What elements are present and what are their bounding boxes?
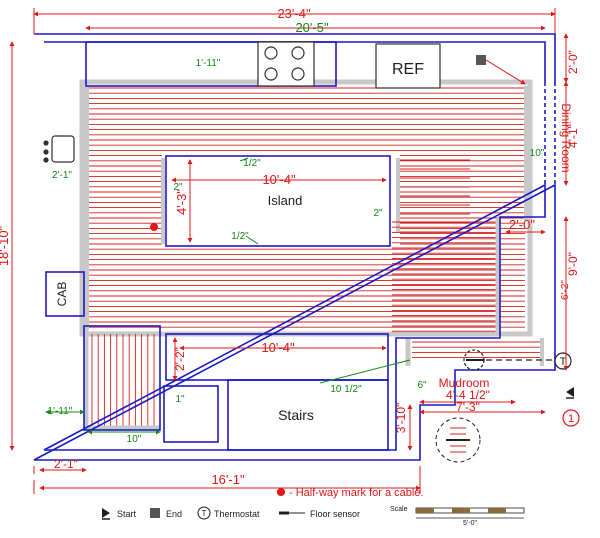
stairs-label: Stairs <box>278 407 314 423</box>
mudroom-detail <box>435 417 481 463</box>
legend-start-text: Start <box>117 509 137 519</box>
dim-mudroom-small: 6" <box>417 380 427 391</box>
dimension-lines <box>9 8 569 494</box>
dim-sink-depth: 2'-1" <box>52 170 72 181</box>
callout-circle <box>562 409 580 427</box>
dining-room-label: Dining Room <box>559 103 573 172</box>
dim-island-gap-bottom: 1/2" <box>231 231 249 242</box>
dim-left-strip: 1'-11" <box>48 406 73 417</box>
dim-island-gap-right: 2" <box>373 208 383 219</box>
ref-label: REF <box>392 61 424 78</box>
thermostat-symbol: T <box>560 356 567 368</box>
legend-scale-length: 5'-0" <box>463 520 477 527</box>
dim-mudroom-outer: 7'-3" <box>456 400 480 414</box>
cooktop <box>257 41 315 87</box>
dim-lower-gap: 10 1/2" <box>330 384 362 395</box>
dim-right-inner: 6'-2" <box>560 280 571 300</box>
dim-lower-height: 2'-2" <box>173 347 187 371</box>
dim-right-lower: 9'-0" <box>566 252 580 276</box>
legend-halfway-text: - Half-way mark for a cable. <box>289 487 423 499</box>
cable-runs-island-right <box>400 159 470 233</box>
burner-icon <box>264 46 305 81</box>
counter-top <box>85 41 337 87</box>
dim-overall-height: 18'-10" <box>0 225 11 266</box>
room-labels: Island CAB Stairs Mudroom Dining Room <box>55 103 573 423</box>
sink-icon <box>43 135 75 163</box>
legend-thermostat-text: Thermostat <box>214 509 260 519</box>
dim-island-gap-top: 1/2" <box>243 158 261 169</box>
stairs-outline <box>227 379 389 451</box>
cable-runs-left-strip <box>83 330 160 431</box>
cab-label: CAB <box>55 282 69 307</box>
dim-island-gap-left: 2" <box>173 182 183 193</box>
dim-lower-width: 10'-4" <box>261 340 295 355</box>
scale-bar <box>415 507 525 519</box>
dim-bottom-width: 16'-1" <box>211 472 245 487</box>
cab-box <box>45 271 85 317</box>
legend-end-icon <box>150 508 160 518</box>
dim-floor-width: 20'-5" <box>295 20 329 35</box>
walls <box>33 33 556 461</box>
end-marker-icon <box>476 55 486 65</box>
dim-left-strip-gap: 10" <box>127 434 142 445</box>
legend-thermostat-icon <box>197 506 211 520</box>
legend: - Half-way mark for a cable. Start End T… <box>102 487 525 527</box>
dim-mudroom-width: 4'-4 1/2" <box>446 388 490 402</box>
legend-start-icon <box>102 508 110 518</box>
dim-island-height: 4'-3" <box>174 189 189 215</box>
start-marker-icon <box>566 387 574 397</box>
dimension-lines-green <box>45 157 411 435</box>
dim-counter-top: 1'-11" <box>196 58 221 69</box>
dim-bottom-left: 2'-1" <box>54 457 78 471</box>
refrigerator: REF <box>375 43 441 89</box>
legend-halfway-icon <box>277 488 285 496</box>
stairs-landing <box>163 385 219 443</box>
mudroom-label: Mudroom <box>439 376 490 390</box>
dim-island-width: 10'-4" <box>262 172 296 187</box>
dim-stairs-drop: 3'-10" <box>394 403 408 434</box>
legend-sensor-text: Floor sensor <box>310 509 360 519</box>
cable-runs-right-zone <box>392 218 501 334</box>
legend-scale-text: Scale <box>390 506 408 513</box>
dimension-labels: 23'-4" 20'-5" 18'-10" 10'-4" 4'-3" 10'-4… <box>0 6 580 487</box>
dim-right-mid: 4'-1" <box>566 124 580 148</box>
dim-right-upper: 2'-0" <box>566 50 580 74</box>
heating-mat <box>79 79 544 431</box>
dim-stairs-gap: 1" <box>175 394 185 405</box>
cable-runs-main <box>83 86 530 330</box>
legend-end-text: End <box>166 509 182 519</box>
island-outline <box>165 155 391 247</box>
dim-right-gap: 10" <box>530 148 545 159</box>
dimension-labels-green: 1'-11" 2'-1" 1/2" 1/2" 2" 2" 10" 6'-2" 1… <box>48 58 571 445</box>
callout-number: 1 <box>568 413 574 425</box>
cable-runs-lower-zone <box>405 338 544 366</box>
island-label: Island <box>268 193 303 208</box>
dim-overall-width: 23'-4" <box>277 6 311 21</box>
halfway-mark-icon <box>150 223 158 231</box>
end-leader <box>485 59 526 85</box>
dim-right-step: 2'-0" <box>509 217 535 232</box>
legend-thermostat-symbol: T <box>202 509 207 518</box>
